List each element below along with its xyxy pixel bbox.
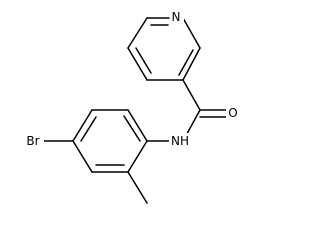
bond-methyl bbox=[127, 171, 148, 204]
bond-ring-carbonyl bbox=[182, 79, 201, 111]
chemical-structure-diagram: N O NH Br bbox=[22, 10, 240, 204]
bond-a-b-inner bbox=[123, 115, 141, 142]
bond-f-a bbox=[127, 140, 148, 173]
atom-label-oxygen: O bbox=[228, 106, 237, 120]
bond-c4-c5 bbox=[127, 47, 148, 81]
bond-n-c2 bbox=[182, 17, 201, 49]
atom-label-pyridine-n: N bbox=[172, 10, 181, 24]
benzene-ring bbox=[72, 109, 148, 173]
amide-group bbox=[146, 79, 227, 142]
atom-label-amide-nh: NH bbox=[171, 134, 189, 148]
bond-c4-c5-inner bbox=[135, 47, 152, 74]
bond-a-b bbox=[127, 109, 148, 142]
substituents bbox=[43, 140, 148, 204]
atom-label-bromine: Br bbox=[26, 134, 39, 148]
bond-c2-c3-inner bbox=[178, 49, 194, 76]
atom-labels: N O NH Br bbox=[22, 10, 240, 149]
pyridine-ring bbox=[127, 17, 201, 81]
bond-c2-c3 bbox=[182, 47, 201, 81]
bond-c-d bbox=[72, 109, 93, 142]
bond-c5-c6 bbox=[127, 17, 148, 49]
bond-c-d-inner bbox=[80, 116, 97, 142]
bond-d-e bbox=[72, 140, 93, 173]
